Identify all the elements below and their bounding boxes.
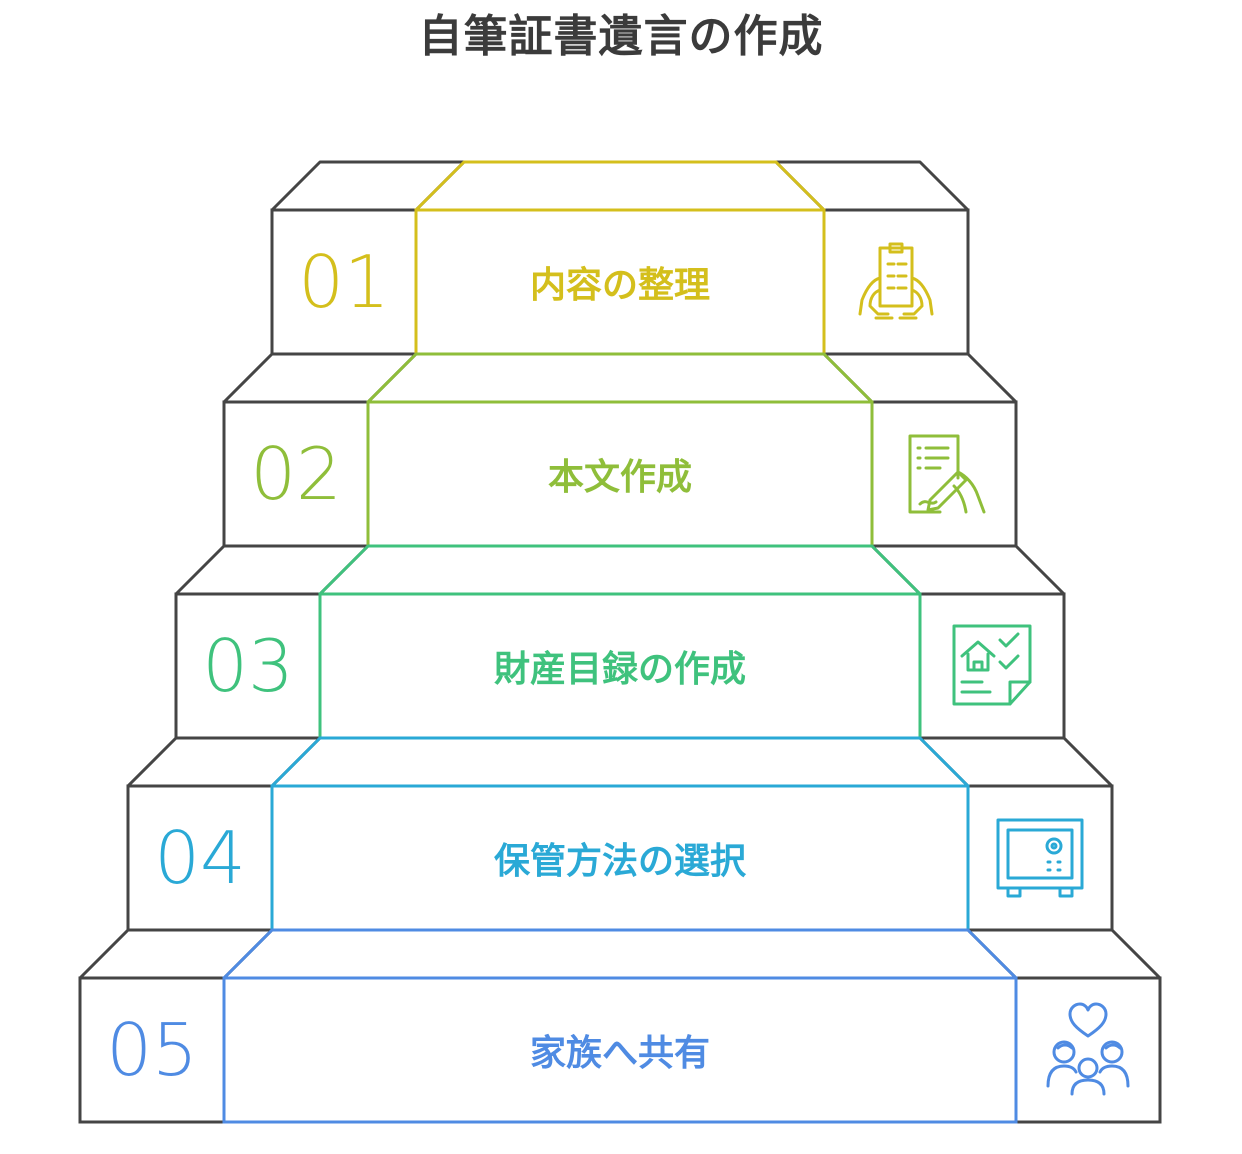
step-2-left-tread (222, 352, 418, 404)
step-5-right-tread (966, 928, 1162, 980)
step-4-left-tread (126, 736, 322, 788)
step-2-right-tread (822, 352, 1018, 404)
hands-holding-clipboard-icon (858, 242, 934, 320)
safe-icon (996, 818, 1084, 898)
step-5-center-tread (222, 928, 1018, 980)
step-3-left-tread (174, 544, 370, 596)
step-4-label: 保管方法の選択 (493, 841, 746, 882)
step-4-right-face (966, 784, 1114, 932)
document-writing-icon (908, 434, 986, 514)
step-3-center-tread (318, 544, 922, 596)
step-2-right-face (870, 400, 1018, 548)
step-1-left-tread (270, 160, 466, 212)
step-5-left-tread (78, 928, 274, 980)
step-2-number: 02 (250, 432, 342, 516)
step-5-label: 家族へ共有 (529, 1033, 710, 1074)
step-3-right-face (918, 592, 1066, 740)
step-5-center-face (222, 976, 1018, 1124)
step-3-label: 財産目録の作成 (493, 649, 746, 690)
step-1-label: 内容の整理 (529, 265, 710, 306)
step-4-number: 04 (154, 816, 246, 900)
diagram-title: 自筆証書遺言の作成 (418, 11, 824, 62)
step-5-right-face (1014, 976, 1162, 1124)
step-1-center-tread (414, 160, 826, 212)
property-checklist-icon (952, 624, 1032, 706)
step-1-right-tread (774, 160, 970, 212)
step-2-label: 本文作成 (547, 457, 692, 498)
step-1-number: 01 (298, 240, 390, 324)
step-4-right-tread (918, 736, 1114, 788)
step-2-center-tread (366, 352, 874, 404)
step-4-center-tread (270, 736, 970, 788)
step-1-right-face (822, 208, 970, 356)
step-5-number: 05 (106, 1008, 198, 1092)
step-3-right-tread (870, 544, 1066, 596)
step-3-number: 03 (202, 624, 294, 708)
family-heart-icon (1046, 1002, 1130, 1096)
